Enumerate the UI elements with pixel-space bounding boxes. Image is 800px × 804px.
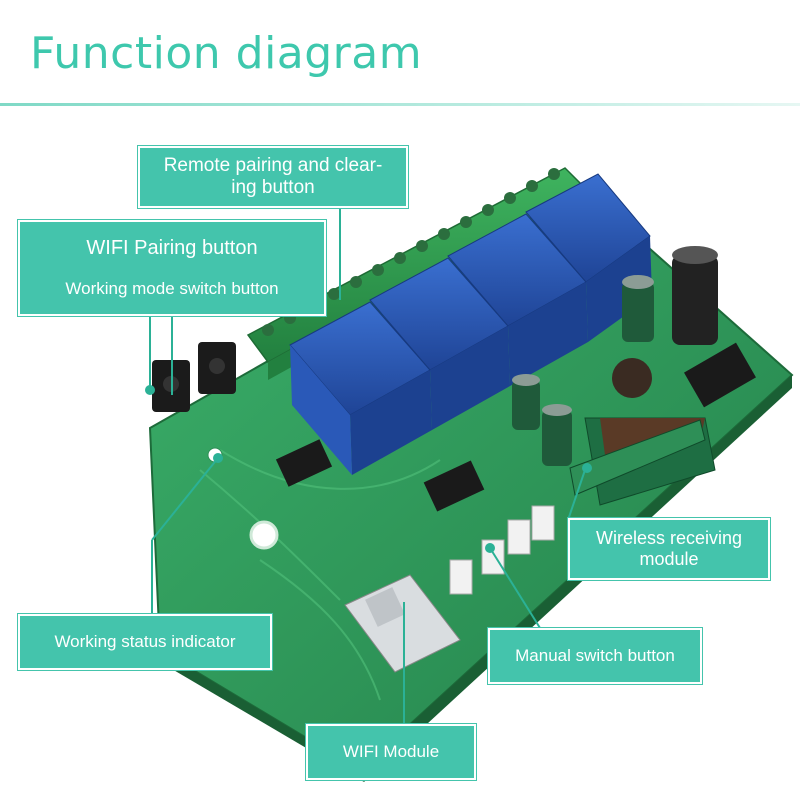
relay-1 <box>289 301 432 475</box>
inductor <box>612 358 652 398</box>
remote-pairing-text: Remote pairing and clear- ing button <box>163 155 383 198</box>
rf-module-board <box>569 417 716 506</box>
capacitor-large <box>672 246 718 345</box>
wireless-receiving-label: Wireless receiving module <box>568 518 770 580</box>
wifi-module-text: WIFI Module <box>342 742 440 762</box>
leader-dots <box>145 385 592 553</box>
regulator-ic <box>684 342 756 408</box>
wifi-module-chip <box>344 574 461 673</box>
capacitor-small-3 <box>542 404 572 466</box>
relay-4 <box>525 173 652 342</box>
wifi-pairing-label: WIFI Pairing button Working mode switch … <box>18 220 326 316</box>
manual-switch-text: Manual switch button <box>515 646 675 666</box>
mounting-hole <box>249 520 279 550</box>
capacitor-small-1 <box>622 275 654 342</box>
manual-switch-label: Manual switch button <box>488 628 702 684</box>
driver-ic-2 <box>423 460 485 512</box>
working-status-text: Working status indicator <box>54 632 236 652</box>
wifi-pairing-text: WIFI Pairing button <box>86 237 258 260</box>
wifi-module-label: WIFI Module <box>306 724 476 780</box>
mode-switch-pushbutton <box>198 342 236 394</box>
manual-switches <box>449 505 555 595</box>
working-mode-text: Working mode switch button <box>65 279 279 299</box>
page-title: Function diagram <box>30 28 423 79</box>
working-status-label: Working status indicator <box>18 614 272 670</box>
wireless-receiving-text: Wireless receiving module <box>595 528 743 569</box>
remote-pairing-label: Remote pairing and clear- ing button <box>138 146 408 208</box>
title-divider <box>0 103 800 106</box>
driver-ic-1 <box>275 439 333 487</box>
leader-lines <box>149 204 586 724</box>
capacitor-small-2 <box>512 374 540 430</box>
